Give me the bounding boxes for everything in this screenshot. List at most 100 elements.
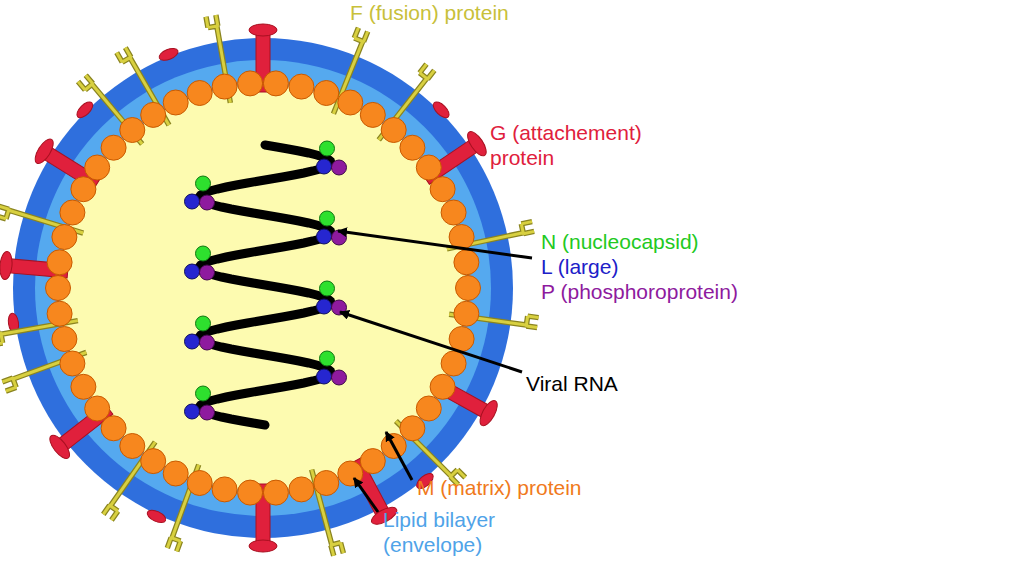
matrix-bead — [212, 74, 237, 99]
part-label: M (matrix) protein — [417, 475, 647, 500]
attachment-cap — [46, 432, 73, 461]
nucleocapsid-helix — [185, 141, 347, 425]
n-protein — [320, 351, 335, 366]
n-protein — [196, 386, 211, 401]
l-protein — [317, 299, 332, 314]
matrix-bead — [163, 461, 188, 486]
n-protein — [196, 246, 211, 261]
leader-line — [338, 231, 532, 258]
virion-core — [60, 85, 466, 491]
surface-proteins — [0, 15, 539, 556]
matrix-bead — [441, 200, 466, 225]
n-protein — [320, 281, 335, 296]
attachment-cap — [249, 24, 277, 36]
matrix-bead — [120, 118, 145, 143]
matrix-bead — [430, 374, 455, 399]
matrix-bead — [238, 71, 263, 96]
matrix-bead — [314, 471, 339, 496]
matrix-bead — [441, 351, 466, 376]
p-protein — [200, 265, 215, 280]
fusion-spike — [117, 47, 171, 130]
matrix-bead — [454, 301, 479, 326]
matrix-bead — [430, 177, 455, 202]
leader-lines — [338, 231, 532, 512]
l-protein — [317, 369, 332, 384]
matrix-bead — [338, 90, 363, 115]
surface-blob — [431, 99, 452, 120]
p-protein — [200, 405, 215, 420]
surface-blob — [145, 508, 167, 526]
matrix-bead — [47, 250, 72, 275]
matrix-bead — [47, 301, 72, 326]
l-protein — [185, 194, 200, 209]
envelope-outer — [13, 38, 513, 538]
attachment-cap — [464, 129, 490, 159]
surface-blob — [74, 99, 95, 120]
matrix-bead — [187, 471, 212, 496]
part-label: N (nucleocapsid) — [541, 229, 781, 254]
attachment-cap — [477, 398, 501, 428]
matrix-bead — [60, 200, 85, 225]
matrix-bead — [52, 225, 77, 250]
p-protein — [200, 335, 215, 350]
matrix-bead — [163, 90, 188, 115]
matrix-bead — [289, 477, 314, 502]
leader-line — [386, 432, 412, 480]
matrix-bead — [46, 276, 71, 301]
fusion-spike — [117, 47, 171, 130]
fusion-spike — [310, 467, 344, 556]
surface-blob — [431, 99, 452, 120]
matrix-bead — [85, 155, 110, 180]
matrix-bead — [71, 177, 96, 202]
l-protein — [185, 334, 200, 349]
matrix-bead — [141, 102, 166, 127]
part-label: L (large) — [541, 254, 781, 279]
part-label: Lipid bilayer (envelope) — [383, 507, 533, 557]
matrix-bead — [187, 81, 212, 106]
l-protein — [185, 404, 200, 419]
surface-blob — [157, 46, 179, 63]
fusion-spike — [117, 47, 171, 130]
part-label: Viral RNA — [526, 371, 686, 396]
l-protein — [185, 264, 200, 279]
p-protein — [332, 160, 347, 175]
matrix-bead — [85, 396, 110, 421]
matrix-bead — [400, 416, 425, 441]
matrix-bead — [71, 374, 96, 399]
matrix-bead — [416, 155, 441, 180]
surface-blob — [74, 99, 95, 120]
matrix-bead — [263, 71, 288, 96]
matrix-bead — [360, 102, 385, 127]
matrix-bead — [60, 351, 85, 376]
part-label: G (attachement) protein — [490, 120, 665, 170]
matrix-bead — [101, 135, 126, 160]
envelope-inner — [35, 60, 491, 516]
matrix-bead — [141, 449, 166, 474]
matrix-bead — [338, 461, 363, 486]
matrix-bead — [120, 434, 145, 459]
matrix-bead — [381, 118, 406, 143]
matrix-bead — [101, 416, 126, 441]
matrix-bead — [212, 477, 237, 502]
attachment-cap — [0, 251, 13, 280]
surface-blob — [145, 508, 167, 526]
fusion-spike — [310, 467, 344, 556]
leader-line — [354, 478, 378, 512]
matrix-bead — [360, 449, 385, 474]
matrix-bead — [400, 135, 425, 160]
p-protein — [332, 370, 347, 385]
n-protein — [320, 211, 335, 226]
attachment-spike — [428, 371, 501, 428]
n-protein — [196, 176, 211, 191]
n-protein — [320, 141, 335, 156]
attachment-cap — [32, 136, 57, 166]
surface-blob — [157, 46, 179, 63]
leader-line — [340, 312, 522, 372]
matrix-bead — [454, 250, 479, 275]
fusion-spike — [310, 467, 344, 556]
matrix-bead — [289, 74, 314, 99]
l-protein — [317, 229, 332, 244]
matrix-bead — [52, 327, 77, 352]
p-protein — [200, 195, 215, 210]
